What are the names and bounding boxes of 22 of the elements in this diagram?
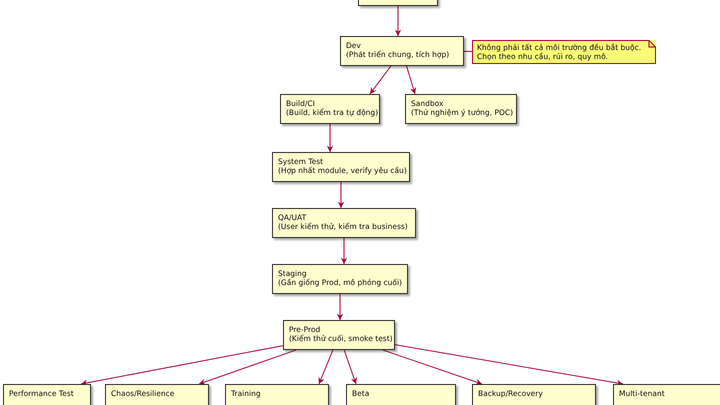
note-box [472, 40, 656, 64]
process-box [280, 94, 380, 124]
process-box [340, 36, 464, 66]
process-box [272, 208, 416, 238]
arrow [406, 66, 416, 94]
arrow [340, 238, 348, 264]
arrow [338, 182, 344, 208]
arrow [394, 344, 624, 386]
process-box [272, 264, 408, 294]
arrow [382, 350, 482, 385]
arrow [80, 345, 284, 386]
arrow [394, 6, 402, 36]
arrow [370, 66, 392, 94]
process-box [405, 94, 517, 124]
arrow [344, 350, 357, 384]
arrow [336, 294, 344, 320]
arrow [318, 350, 334, 384]
process-box [272, 152, 410, 182]
arrow [198, 350, 297, 385]
connector-line [464, 50, 472, 52]
process-box [283, 320, 395, 350]
arrow [326, 124, 334, 152]
